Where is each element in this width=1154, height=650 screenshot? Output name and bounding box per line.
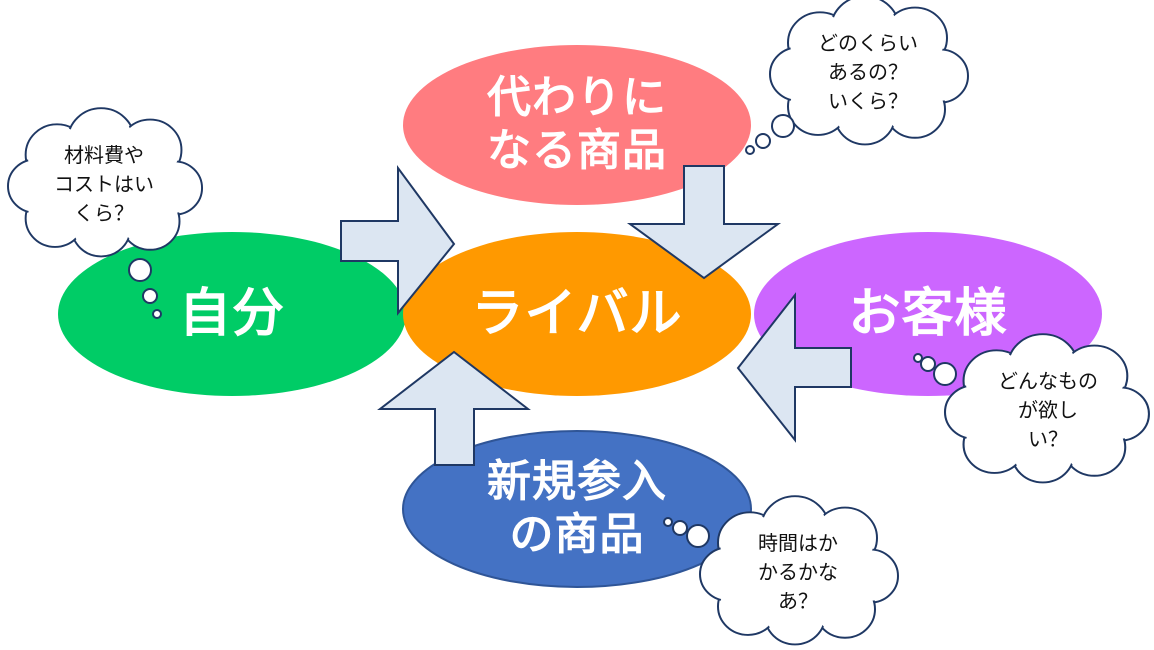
thought-tail-bottom	[663, 517, 710, 548]
thought-right-line1: どんなもの	[998, 368, 1098, 393]
thought-top-line1: どのくらい	[818, 30, 918, 55]
node-bottom-line2: の商品	[509, 509, 645, 560]
node-bottom-line1: 新規参入	[487, 456, 667, 508]
thought-bottom-line3: あ？	[778, 588, 818, 613]
node-center-label: ライバル	[403, 232, 751, 396]
thought-right-text: どんなもの が欲し い？	[966, 350, 1130, 470]
thought-bottom-line1: 時間はか	[758, 530, 838, 555]
thought-left-text: 材料費や コストはい くら？	[24, 124, 184, 244]
node-center-text: ライバル	[471, 283, 683, 344]
thought-right-line3: い？	[1028, 426, 1068, 451]
node-right-text: お客様	[848, 283, 1008, 344]
thought-tail-top	[745, 114, 795, 155]
node-top-ellipse	[403, 45, 751, 205]
node-top-line2: なる商品	[487, 125, 667, 176]
thought-bottom-line2: かるかな	[758, 559, 838, 584]
node-left-label: 自分	[58, 232, 406, 396]
node-left-text: 自分	[178, 283, 285, 344]
node-bottom-label: 新規参入 の商品	[403, 431, 751, 587]
node-bottom-ellipse	[402, 430, 752, 588]
thought-left-line2: コストはい	[54, 171, 154, 196]
node-top-label: 代わりに なる商品	[403, 45, 751, 205]
node-center-ellipse	[403, 232, 751, 396]
thought-top-line2: あるの？	[828, 59, 908, 84]
thought-top-text: どのくらい あるの？ いくら？	[788, 12, 948, 132]
thought-bottom-text: 時間はか かるかな あ？	[718, 512, 878, 632]
thought-left-line1: 材料費や	[64, 142, 144, 167]
thought-tail-right	[913, 353, 957, 386]
arrow-top-to-center	[626, 165, 782, 280]
thought-right-line2: が欲し	[1018, 397, 1078, 422]
thought-left-line3: くら？	[74, 200, 134, 225]
thought-top-line3: いくら？	[828, 88, 908, 113]
arrow-bottom-to-center	[377, 350, 531, 466]
arrow-left-to-center	[340, 164, 456, 316]
arrow-right-to-center	[736, 292, 852, 443]
thought-tail-left	[128, 258, 162, 319]
node-top-line1: 代わりに	[487, 72, 667, 124]
node-right-label: お客様	[754, 232, 1102, 396]
